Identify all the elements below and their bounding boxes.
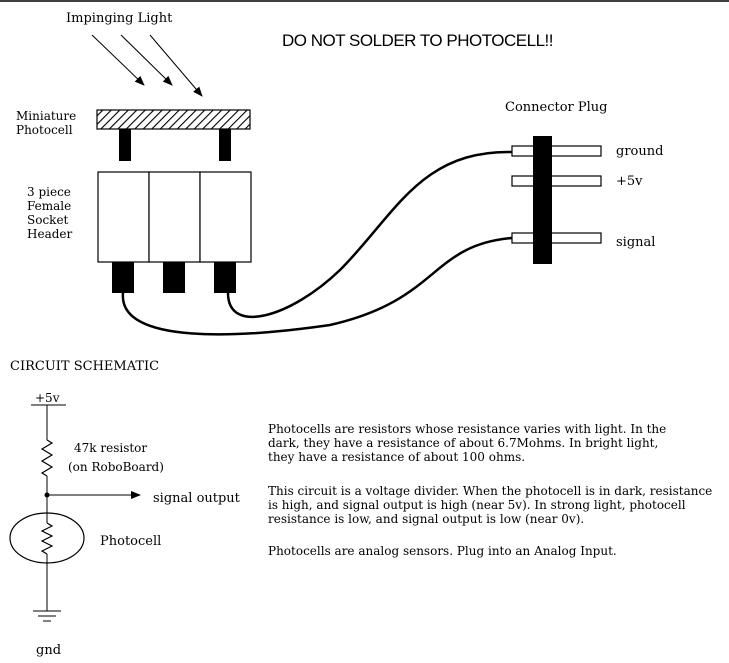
plug-pin-ground [511, 145, 602, 157]
schematic-heading: CIRCUIT SCHEMATIC [10, 359, 159, 374]
plug-body [533, 136, 552, 264]
resistor-label-line2: (on RoboBoard) [68, 460, 164, 474]
description-line: Photocells are analog sensors. Plug into… [268, 544, 617, 558]
pin-5v-label: +5v [616, 174, 643, 189]
description-line: Photocells are resistors whose resistanc… [268, 422, 666, 436]
plug-pin-signal [511, 232, 602, 244]
photocell-lead-right [219, 129, 231, 161]
plug-pin-5v [511, 175, 602, 187]
header-label-line2: Female [27, 199, 71, 213]
connector-plug-label: Connector Plug [505, 100, 608, 115]
signal-wire [121, 236, 513, 336]
signal-output-label: signal output [153, 491, 241, 506]
photocell-resistor-symbol [40, 522, 54, 555]
description-line: This circuit is a voltage divider. When … [268, 484, 712, 498]
socket-cell-1 [97, 171, 150, 263]
resistor-symbol [40, 439, 54, 477]
photocell-label-line2: Photocell [16, 123, 73, 137]
connector-plug [511, 136, 602, 264]
header-label-line4: Header [27, 227, 73, 241]
socket-pin-2 [163, 262, 185, 293]
description-line: dark, they have a resistance of about 6.… [268, 436, 658, 450]
pin-signal-label: signal [616, 235, 655, 250]
socket-pin-3 [214, 262, 236, 293]
pin-ground-label: ground [616, 144, 663, 159]
light-arrow [91, 34, 145, 86]
light-arrows [91, 34, 203, 97]
description-line: they have a resistance of about 100 ohms… [268, 450, 525, 464]
socket-cell-3 [199, 171, 252, 263]
socket-pin-1 [112, 262, 134, 293]
photocell-label-line1: Miniature [16, 109, 76, 123]
page-title: DO NOT SOLDER TO PHOTOCELL!! [282, 31, 553, 50]
header-label-line1: 3 piece [27, 185, 71, 199]
socket-cell-2 [148, 171, 201, 263]
light-arrow [149, 34, 203, 97]
light-arrow [120, 34, 173, 86]
description-text: Photocells are resistors whose resistanc… [268, 422, 712, 558]
photocell-schematic-label: Photocell [100, 534, 161, 549]
description-line: is high, and signal output is high (near… [268, 498, 686, 512]
socket-header [97, 171, 252, 293]
resistor-label-line1: 47k resistor [74, 441, 147, 455]
ground-label: gnd [36, 643, 61, 658]
ground-wire [226, 150, 513, 318]
header-label-line3: Socket [27, 213, 69, 227]
photocell-body [96, 109, 251, 130]
photocell-lead-left [119, 129, 131, 161]
supply-label: +5v [35, 391, 60, 405]
schematic [9, 404, 141, 622]
description-line: resistance is low, and signal output is … [268, 512, 584, 526]
impinging-light-label: Impinging Light [66, 11, 173, 26]
